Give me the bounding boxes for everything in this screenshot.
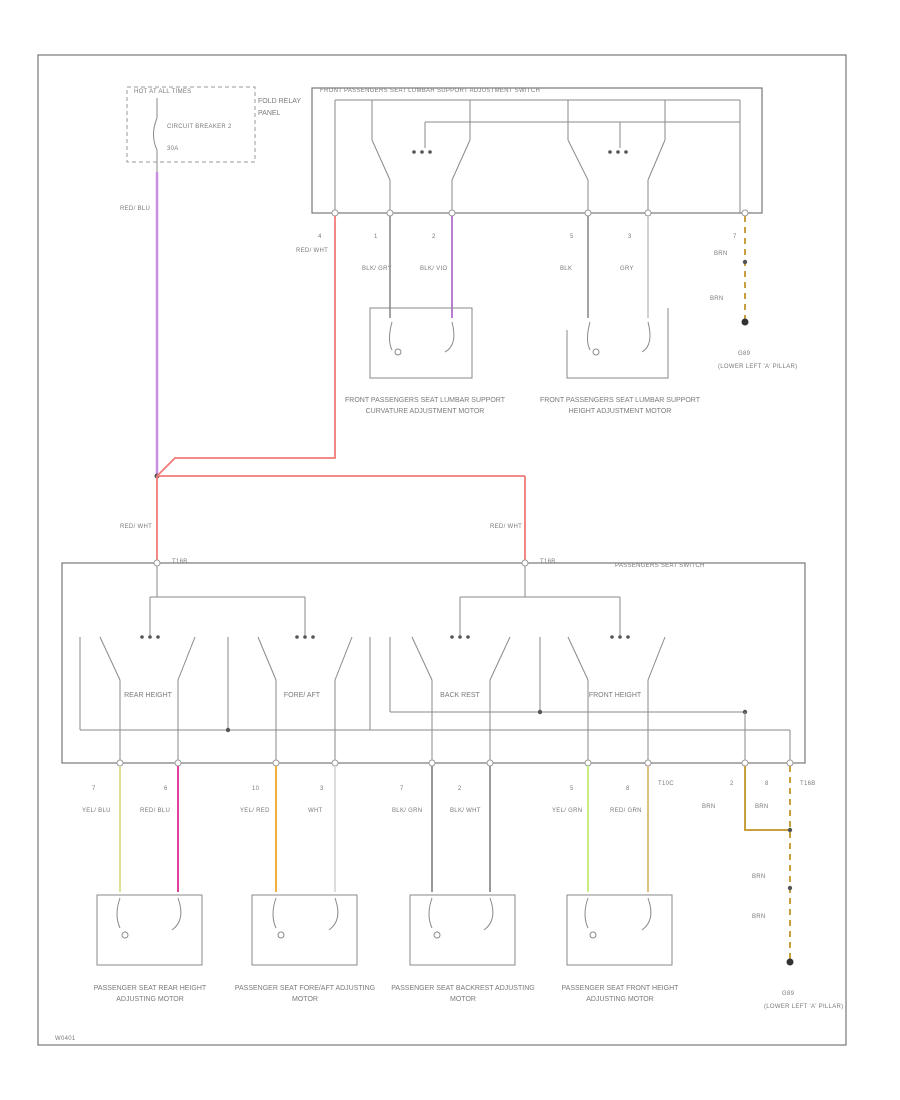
ground-bottom-id: G89 bbox=[782, 991, 795, 997]
footer-code: W0401 bbox=[55, 1036, 76, 1042]
seat-pin-2-num: 10 bbox=[252, 786, 260, 792]
seat-pin-9-num: 8 bbox=[765, 781, 769, 787]
lumbar-pin-3-color: GRY bbox=[620, 266, 634, 272]
seat-pin-4-color: BLK/ GRN bbox=[392, 808, 422, 814]
breaker-label: CIRCUIT BREAKER 2 bbox=[167, 124, 232, 130]
hot-at-all-times-box: HOT AT ALL TIMES CIRCUIT BREAKER 2 30A F… bbox=[126, 86, 301, 172]
breaker-rating: 30A bbox=[167, 146, 179, 152]
seat-motor-rear-height-label: PASSENGER SEAT REAR HEIGHT ADJUSTING MOT… bbox=[93, 985, 207, 1003]
red-wht-label-1: RED/ WHT bbox=[120, 524, 152, 530]
section-front-height: FRONT HEIGHT bbox=[588, 692, 642, 699]
seat-motor-backrest bbox=[409, 894, 516, 966]
seat-pin-5-color: BLK/ WHT bbox=[450, 808, 481, 814]
seat-switch-title: PASSENGERS SEAT SWITCH bbox=[615, 563, 705, 569]
lumbar-motor-curvature-label: FRONT PASSENGERS SEAT LUMBAR SUPPORT CUR… bbox=[345, 397, 505, 415]
seat-pin-connectors bbox=[116, 759, 794, 767]
lumbar-pin-3-num: 3 bbox=[628, 234, 632, 240]
seat-pin-9-color: BRN bbox=[755, 804, 769, 810]
lumbar-pin-1-num: 1 bbox=[374, 234, 378, 240]
lumbar-pin-7-num: 7 bbox=[733, 234, 737, 240]
lumbar-pin-1-color: BLK/ GRY bbox=[362, 266, 392, 272]
ground-top-id: G89 bbox=[738, 351, 751, 357]
seat-pin-8-num: 2 bbox=[730, 781, 734, 787]
lumbar-motor-curvature: FRONT PASSENGERS SEAT LUMBAR SUPPORT CUR… bbox=[345, 307, 505, 415]
seat-pin-2-color: YEL/ RED bbox=[240, 808, 270, 814]
brn-lower-label-2: BRN bbox=[752, 914, 766, 920]
red-blu-wire-label: RED/ BLU bbox=[120, 206, 150, 212]
ground-g89-top bbox=[741, 318, 749, 326]
diagram-frame bbox=[37, 54, 847, 1046]
relay-panel-dashed-box bbox=[126, 86, 256, 163]
brn-splice-top bbox=[742, 259, 748, 265]
section-back-rest: BACK REST bbox=[440, 692, 480, 699]
seat-conn-label-t10c: T10C bbox=[658, 781, 674, 787]
ground-g89-bottom bbox=[786, 958, 794, 966]
wire-brn-lower-a bbox=[744, 766, 790, 831]
red-wht-label-2: RED/ WHT bbox=[490, 524, 522, 530]
wire-red-wht-lumbar bbox=[156, 216, 336, 477]
seat-switch-box bbox=[61, 562, 806, 764]
seat-pin-6-color: YEL/ GRN bbox=[552, 808, 582, 814]
seat-feed-connector-1 bbox=[153, 559, 161, 567]
lumbar-connectors bbox=[331, 209, 749, 217]
seat-motor-fore-aft bbox=[251, 894, 358, 966]
seat-pin-labels: 7 YEL/ BLU 6 RED/ BLU 10 YEL/ RED 3 WHT … bbox=[82, 781, 816, 814]
relay-panel-label-box: FOLD RELAY PANEL bbox=[258, 98, 301, 117]
lumbar-motor-height: FRONT PASSENGERS SEAT LUMBAR SUPPORT HEI… bbox=[540, 308, 700, 415]
seat-pin-1-num: 6 bbox=[164, 786, 168, 792]
hot-label: HOT AT ALL TIMES bbox=[134, 89, 192, 95]
lumbar-pin-2-color: BLK/ VIO bbox=[420, 266, 447, 272]
ground-bottom-desc: (LOWER LEFT 'A' PILLAR) bbox=[764, 1004, 843, 1010]
seat-pin-6-num: 5 bbox=[570, 786, 574, 792]
seat-conn-b: T16B bbox=[540, 559, 556, 565]
section-fore-aft: FORE/ AFT bbox=[283, 692, 321, 699]
seat-motor-front-height-label: PASSENGER SEAT FRONT HEIGHT ADJUSTING MO… bbox=[561, 985, 679, 1003]
seat-pin-7-num: 8 bbox=[626, 786, 630, 792]
seat-motors: PASSENGER SEAT REAR HEIGHT ADJUSTING MOT… bbox=[93, 894, 679, 1003]
seat-motor-front-height bbox=[566, 894, 673, 966]
seat-motor-fore-aft-label: PASSENGER SEAT FORE/AFT ADJUSTING MOTOR bbox=[234, 985, 376, 1003]
seat-motor-rear-height bbox=[96, 894, 203, 966]
relay-panel-label: FOLD RELAY PANEL bbox=[258, 98, 301, 117]
seat-contacts bbox=[99, 635, 791, 763]
brn-lower-label-1: BRN bbox=[752, 874, 766, 880]
seat-pin-3-color: WHT bbox=[308, 808, 323, 814]
section-rear-height: REAR HEIGHT bbox=[124, 692, 172, 699]
seat-switch: PASSENGERS SEAT SWITCH T16B T16B bbox=[61, 559, 806, 767]
seat-pin-7-color: RED/ GRN bbox=[610, 808, 642, 814]
lumbar-pin-5-num: 5 bbox=[570, 234, 574, 240]
lumbar-pin-4-num: 4 bbox=[318, 234, 322, 240]
lumbar-switch: FRONT PASSENGERS SEAT LUMBAR SUPPORT ADJ… bbox=[296, 87, 763, 272]
circuit-breaker-symbol bbox=[153, 117, 158, 151]
seat-pin-8-color: BRN bbox=[702, 804, 716, 810]
ground-top-desc: (LOWER LEFT 'A' PILLAR) bbox=[718, 364, 797, 370]
seat-pin-0-num: 7 bbox=[92, 786, 96, 792]
lumbar-pin-4-color: RED/ WHT bbox=[296, 248, 328, 254]
seat-conn-a: T16B bbox=[172, 559, 188, 565]
brn-splice-lower-1 bbox=[787, 827, 793, 833]
brn-splice-lower-2 bbox=[787, 885, 793, 891]
lumbar-pin-7-color: BRN bbox=[714, 251, 728, 257]
brn-top-label: BRN bbox=[710, 296, 724, 302]
lumbar-pin-2-num: 2 bbox=[432, 234, 436, 240]
lumbar-contacts bbox=[371, 100, 666, 213]
lumbar-switch-box bbox=[311, 87, 763, 214]
seat-pin-3-num: 3 bbox=[320, 786, 324, 792]
seat-pin-1-color: RED/ BLU bbox=[140, 808, 170, 814]
lumbar-motor-height-label: FRONT PASSENGERS SEAT LUMBAR SUPPORT HEI… bbox=[540, 397, 700, 415]
seat-pin-0-color: YEL/ BLU bbox=[82, 808, 111, 814]
seat-feed-connector-2 bbox=[521, 559, 529, 567]
seat-pin-5-num: 2 bbox=[458, 786, 462, 792]
seat-conn-label-t16b: T16B bbox=[800, 781, 816, 787]
seat-motor-wires bbox=[119, 766, 649, 892]
lumbar-switch-title: FRONT PASSENGERS SEAT LUMBAR SUPPORT ADJ… bbox=[320, 88, 540, 94]
seat-motor-backrest-label: PASSENGER SEAT BACKREST ADJUSTING MOTOR bbox=[391, 985, 535, 1003]
lumbar-pin-5-color: BLK bbox=[560, 266, 572, 272]
seat-pin-4-num: 7 bbox=[400, 786, 404, 792]
